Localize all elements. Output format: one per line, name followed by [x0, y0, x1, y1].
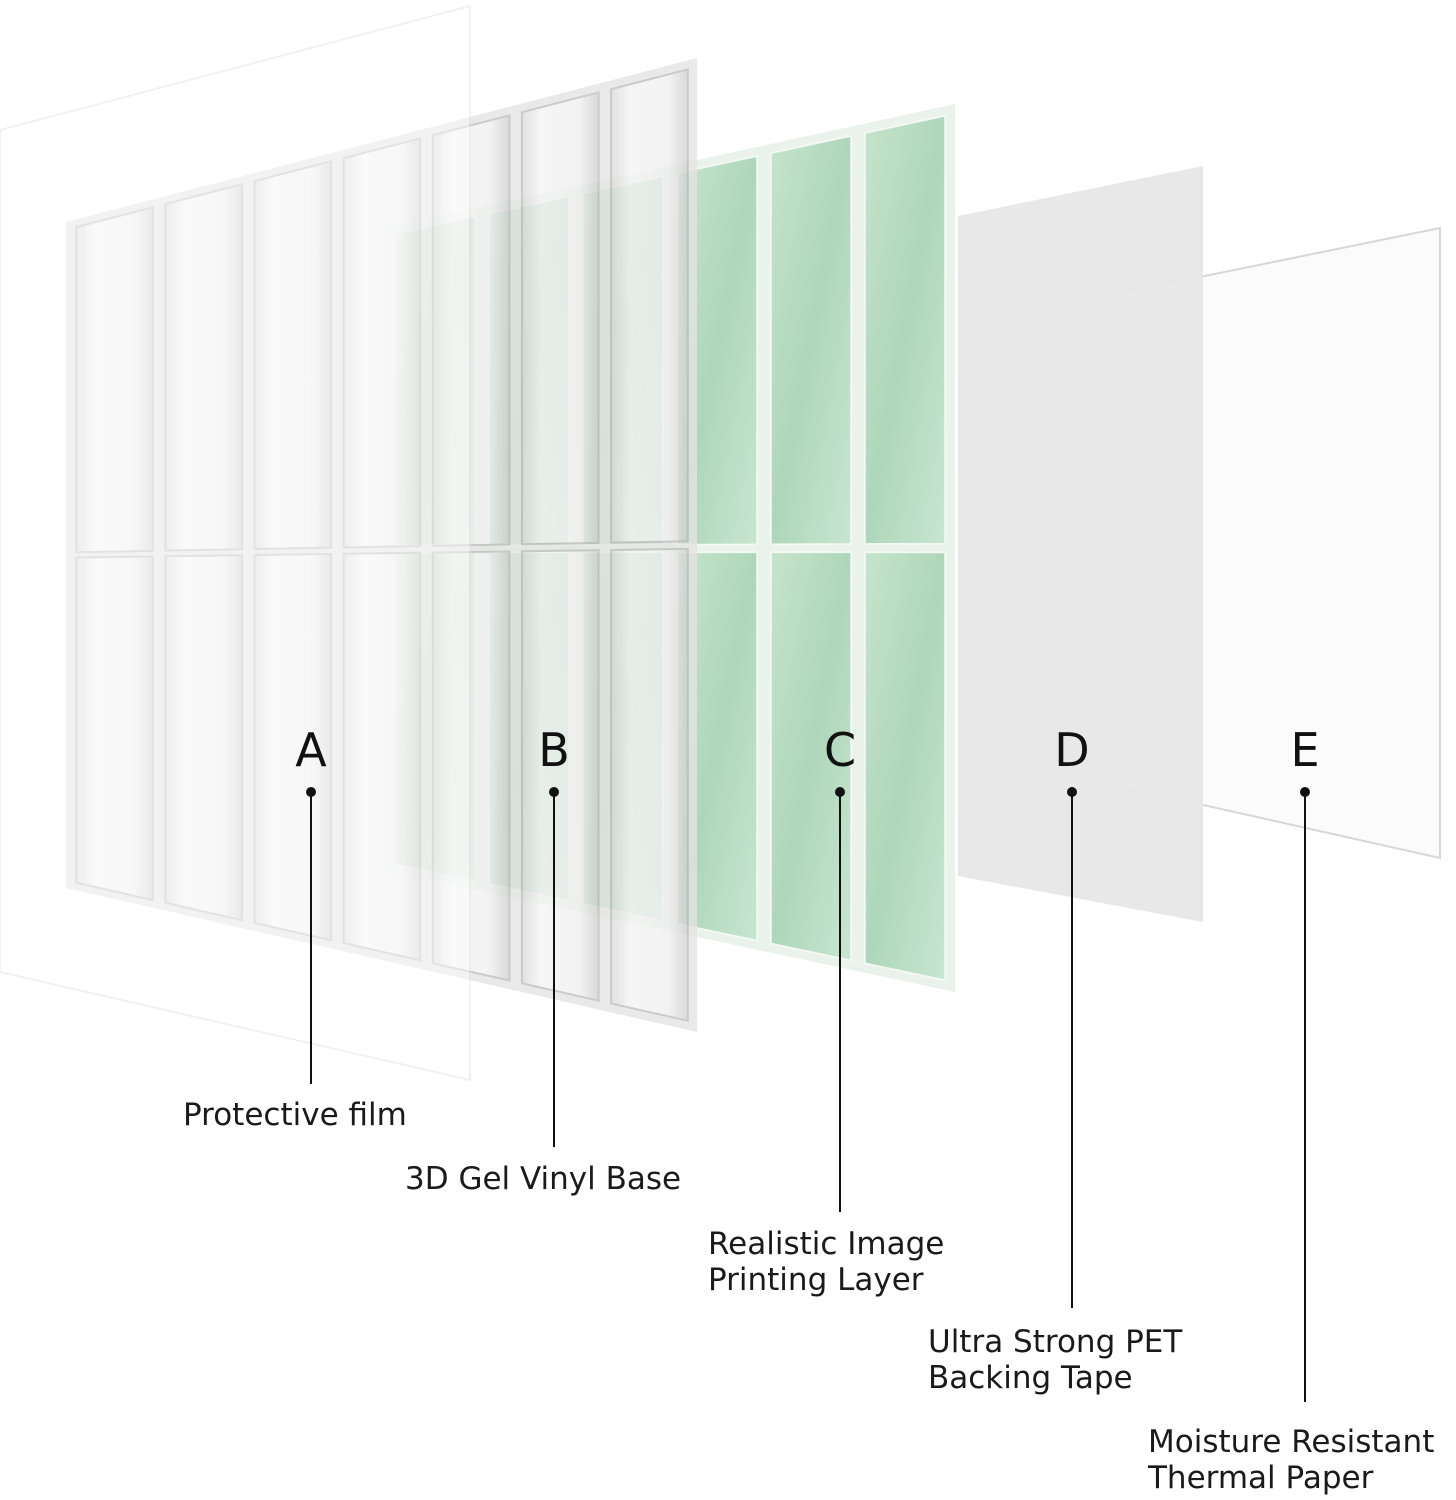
white-gel-tile: [431, 114, 511, 547]
layer-letter-b: B: [538, 723, 570, 777]
layer-letter-a: A: [295, 723, 327, 777]
white-gel-tile: [253, 160, 333, 551]
white-gel-tile: [431, 550, 511, 982]
white-gel-tile: [75, 205, 154, 554]
white-gel-tile: [520, 549, 600, 1002]
layer-label-b-line-1: 3D Gel Vinyl Base: [405, 1161, 682, 1197]
white-gel-tile: [164, 554, 244, 922]
leader-dot-b: [549, 787, 559, 797]
green-tile: [863, 114, 947, 546]
white-gel-tile: [520, 91, 600, 546]
leader-dots: [306, 787, 1310, 797]
white-gel-tile: [342, 551, 422, 962]
layer-b-gel-vinyl-base: [66, 58, 697, 1032]
leader-dot-e: [1300, 787, 1310, 797]
layer-letter-c: C: [823, 723, 857, 777]
layer-label-a-line-1: Protective film: [183, 1097, 407, 1133]
leader-dot-d: [1067, 787, 1077, 797]
white-gel-tile: [164, 183, 244, 552]
layer-label-c: Realistic Image Printing Layer: [708, 1226, 944, 1298]
leader-dot-c: [835, 787, 845, 797]
layer-label-e-line-2: Thermal Paper: [1148, 1460, 1374, 1496]
white-gel-tile: [75, 555, 154, 902]
layer-label-d-line-2: Backing Tape: [928, 1360, 1133, 1396]
layer-d-backing-tape: [958, 166, 1203, 922]
white-gel-tile: [610, 68, 689, 544]
white-gel-tile: [342, 137, 422, 549]
leader-lines: [310, 792, 1306, 1402]
layer-letter-e: E: [1290, 723, 1320, 777]
layer-a-protective-film: [0, 4, 471, 1082]
layer-label-e-line-1: Moisture Resistant: [1148, 1424, 1435, 1460]
green-tile: [769, 551, 853, 962]
white-gel-tile: [253, 552, 333, 942]
layer-label-a: Protective film: [183, 1097, 407, 1133]
layer-letter-d: D: [1054, 723, 1090, 777]
layer-label-c-line-2: Printing Layer: [708, 1262, 924, 1298]
layer-label-d-line-1: Ultra Strong PET: [928, 1324, 1183, 1360]
white-gel-tile: [610, 547, 689, 1022]
leader-dot-a: [306, 787, 316, 797]
layer-label-c-line-1: Realistic Image: [708, 1226, 945, 1262]
layer-label-e: Moisture Resistant Thermal Paper: [1148, 1424, 1434, 1496]
layer-label-d: Ultra Strong PET Backing Tape: [928, 1324, 1182, 1396]
green-tile: [863, 551, 947, 982]
green-tile: [769, 134, 853, 546]
layer-label-b: 3D Gel Vinyl Base: [405, 1161, 681, 1197]
